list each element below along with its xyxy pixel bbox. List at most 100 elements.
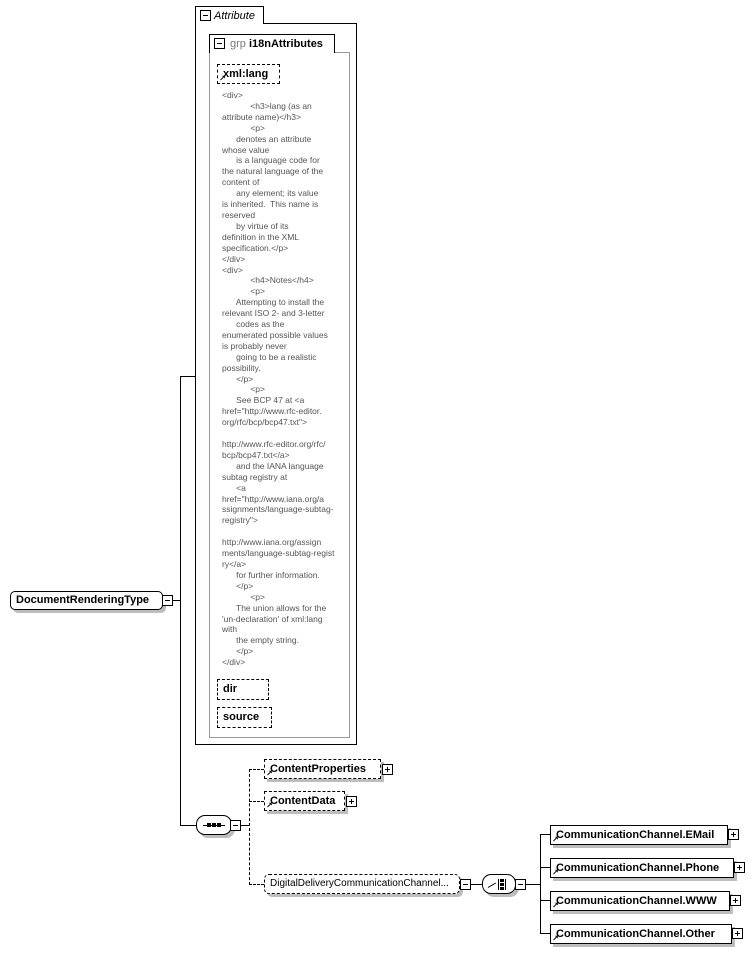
documentation-line: codes as the [222,319,285,330]
documentation-line: </p> [222,580,254,591]
reference-arrow-icon: ↗ [552,901,559,910]
element-name: ContentData [270,795,336,807]
attribute-name: source [223,711,260,723]
documentation-line: and the IANA language [222,460,324,471]
element-digital-delivery[interactable]: DigitalDeliveryCommunicationChannel... [264,874,460,894]
reference-arrow-icon: ↗ [266,769,273,778]
documentation-line: going to be a realistic [222,351,317,362]
documentation-line: specification.</p> [222,242,289,253]
element-content-data[interactable]: ContentData ↗ [264,791,345,811]
documentation-line: <p> [222,122,265,133]
element-name: CommunicationChannel.Phone [556,862,720,874]
documentation-line: 'un-declaration' of xml:lang [222,613,323,624]
reference-arrow-icon: ↗ [552,835,559,844]
choice-dot [500,879,504,882]
documentation-line: href="http://www.iana.org/a [222,493,325,504]
choice-dot [500,883,504,886]
documentation-line: <div> [222,264,243,275]
i18n-group-container [209,52,350,738]
element-name: CommunicationChannel.EMail [556,829,715,841]
documentation-line: the natural language of the [222,166,324,177]
documentation-line: with [222,624,238,635]
element-content-properties[interactable]: ContentProperties ↗ [264,759,381,779]
choice-collapse-icon[interactable] [515,879,526,890]
documentation-line: registry"> [222,515,258,526]
attribute-xml-lang[interactable]: xml:lang ↗ [217,64,280,84]
sequence-compositor[interactable] [196,815,232,835]
other-expand-icon[interactable] [732,928,743,939]
documentation-line: is probably never [222,340,287,351]
documentation-line: denotes an attribute [222,133,312,144]
documentation-line: http://www.iana.org/assign [222,537,322,548]
element-communication-channel-phone[interactable]: CommunicationChannel.Phone ↗ [550,858,734,878]
choice-icon-bar [498,879,499,890]
documentation-line: subtag registry at [222,471,288,482]
element-communication-channel-other[interactable]: CommunicationChannel.Other ↗ [550,924,732,944]
phone-expand-icon[interactable] [734,862,745,873]
element-communication-channel-www[interactable]: CommunicationChannel.WWW ↗ [550,891,730,911]
documentation-line: definition in the XML [222,231,300,242]
www-expand-icon[interactable] [730,895,741,906]
reference-arrow-icon: ↗ [219,74,226,83]
documentation-line: the empty string. [222,635,300,646]
choice-icon-bar [505,879,506,890]
documentation-line: </p> [222,373,254,384]
i18n-group-title-tab: grp i18nAttributes [209,34,335,53]
documentation-line: </div> [222,253,246,264]
documentation-line: org/rfc/bcp/bcp47.txt"> [222,417,307,428]
attribute-collapse-icon[interactable] [200,10,211,21]
documentation-line [222,526,346,537]
documentation-line: </p> [222,646,254,657]
digital-delivery-collapse-icon[interactable] [460,879,471,890]
element-name: CommunicationChannel.WWW [556,895,717,907]
documentation-line: by virtue of its [222,220,289,231]
element-name: ContentProperties [270,763,366,775]
documentation-line: href="http://www.rfc-editor. [222,406,322,417]
element-communication-channel-email[interactable]: CommunicationChannel.EMail ↗ [550,825,728,845]
documentation-line: content of [222,177,260,188]
choice-switch-icon [487,882,497,888]
reference-arrow-icon: ↗ [552,868,559,877]
sequence-collapse-icon[interactable] [230,820,241,831]
documentation-line: ssignments/language-subtag- [222,504,334,515]
sequence-dot [212,823,216,827]
sequence-dot [217,823,221,827]
email-expand-icon[interactable] [728,829,739,840]
documentation-line: <h4>Notes</h4> [222,275,314,286]
documentation-line: <p> [222,286,265,297]
documentation-line [222,428,346,439]
documentation-line: See BCP 47 at <a [222,395,305,406]
documentation-line: any element; its value [222,188,319,199]
attribute-title-tab: Attribute [195,6,264,24]
attribute-title: Attribute [214,10,255,22]
root-type-node[interactable]: DocumentRenderingType [10,591,163,610]
group-prefix: grp [230,38,246,50]
documentation-line: possibility. [222,362,261,373]
documentation-line: for further information. [222,569,320,580]
choice-dot [500,887,504,890]
root-collapse-icon[interactable] [162,595,173,606]
attribute-source[interactable]: source [217,707,272,728]
documentation-line: Attempting to install the [222,297,325,308]
content-data-expand-icon[interactable] [346,796,357,807]
root-type-name: DocumentRenderingType [16,594,150,606]
documentation-line: ments/language-subtag-regist [222,548,335,559]
documentation-line: <p> [222,591,265,602]
i18n-group-collapse-icon[interactable] [214,38,225,49]
element-name: DigitalDeliveryCommunicationChannel... [270,878,449,889]
documentation-line: bcp/bcp47.txt</a> [222,449,290,460]
documentation-line: is a language code for [222,155,320,166]
content-properties-expand-icon[interactable] [382,764,393,775]
documentation-line: relevant ISO 2- and 3-letter [222,308,325,319]
documentation-line: attribute name)</h3> [222,111,301,122]
documentation-line: <div> [222,90,243,100]
documentation-line: The union allows for the [222,602,327,613]
documentation-line: is inherited. This name is [222,199,319,210]
documentation-line: reserved [222,209,256,220]
documentation-line: whose value [222,144,270,155]
choice-compositor[interactable] [482,874,516,894]
attribute-dir[interactable]: dir [217,679,269,700]
documentation-line: http://www.rfc-editor.org/rfc/ [222,439,326,449]
documentation-line: <p> [222,384,265,395]
attribute-name: xml:lang [223,68,269,80]
